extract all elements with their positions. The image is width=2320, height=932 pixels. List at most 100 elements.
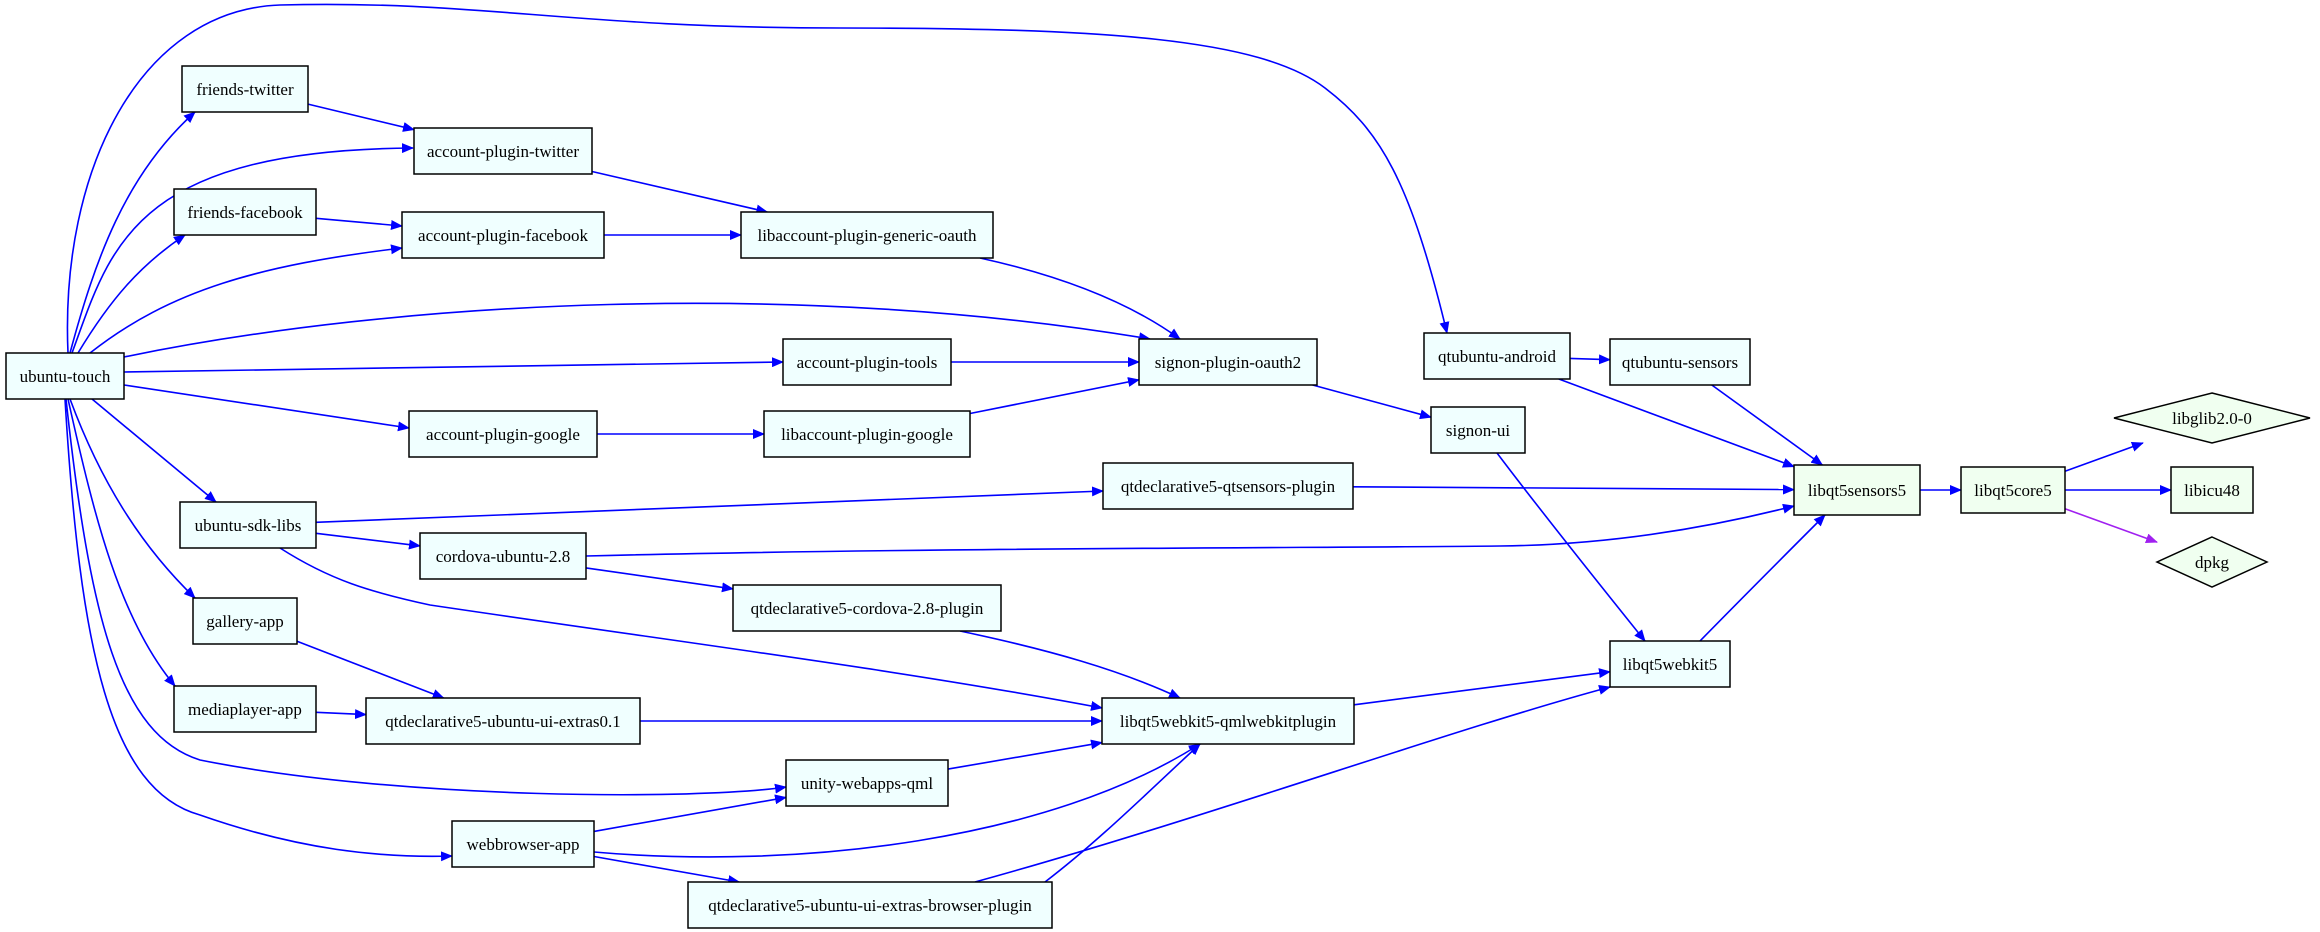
edge-qtubuntu-sensors-to-libqt5sensors5 <box>1711 384 1824 466</box>
edge-libqt5webkit5-to-libqt5sensors5 <box>1699 514 1826 642</box>
edge-qtdeclarative5-qtsensors-plugin-to-libqt5sensors5 <box>1352 484 1795 495</box>
node-label: libqt5core5 <box>1974 481 2051 500</box>
edge-ubuntu-touch-to-friends-twitter <box>69 111 196 354</box>
node-libicu48: libicu48 <box>2170 466 2254 514</box>
node-label: account-plugin-facebook <box>418 226 588 245</box>
node-shape <box>451 820 595 868</box>
edge-ubuntu-touch-to-ubuntu-sdk-libs <box>91 398 217 503</box>
node-shape <box>1423 332 1571 380</box>
edge-ubuntu-touch-to-qtubuntu-android <box>66 3 1450 354</box>
node-label: libicu48 <box>2184 481 2240 500</box>
node-shape <box>401 211 605 259</box>
node-label: ubuntu-sdk-libs <box>195 516 302 535</box>
node-label: libaccount-plugin-generic-oauth <box>757 226 977 245</box>
node-mediaplayer-app: mediaplayer-app <box>173 685 317 733</box>
node-shape <box>173 685 317 733</box>
node-label: libglib2.0-0 <box>2172 409 2252 428</box>
node-libqt5webkit5: libqt5webkit5 <box>1609 640 1731 688</box>
node-label: gallery-app <box>206 612 283 631</box>
node-shape <box>173 188 317 236</box>
node-ubuntu-touch: ubuntu-touch <box>5 352 125 400</box>
node-friends-twitter: friends-twitter <box>181 65 309 113</box>
node-qtubuntu-android: qtubuntu-android <box>1423 332 1571 380</box>
node-label: account-plugin-twitter <box>427 142 579 161</box>
node-label: webbrowser-app <box>467 835 580 854</box>
edge-signon-ui-to-libqt5webkit5 <box>1496 452 1646 642</box>
node-label: signon-plugin-oauth2 <box>1155 353 1301 372</box>
node-account-plugin-tools: account-plugin-tools <box>782 338 952 386</box>
node-shape <box>179 501 317 549</box>
node-libglib: libglib2.0-0 <box>2113 392 2311 444</box>
edge-qtdeclarative5-cordova-to-libqt5webkit5-qmlwebkitplugin <box>959 630 1181 699</box>
node-label: libqt5sensors5 <box>1808 481 1906 500</box>
edge-webbrowser-app-to-libqt5webkit5-qmlwebkitplugin <box>593 743 1201 858</box>
edge-cordova-ubuntu-to-libqt5sensors5 <box>585 503 1795 557</box>
node-shape <box>413 127 593 175</box>
node-shape <box>782 338 952 386</box>
node-shape <box>419 532 587 580</box>
node-label: unity-webapps-qml <box>801 774 933 793</box>
node-libaccount-plugin-generic-oauth: libaccount-plugin-generic-oauth <box>740 211 994 259</box>
edge-gallery-app-to-qtdeclarative5-ubuntu-ui-extras <box>296 640 445 699</box>
edge-qtubuntu-android-to-qtubuntu-sensors <box>1569 354 1611 365</box>
node-shape <box>687 881 1053 929</box>
node-label: libqt5webkit5 <box>1623 655 1717 674</box>
edges-layer <box>64 3 2172 886</box>
node-label: dpkg <box>2195 553 2230 572</box>
node-cordova-ubuntu: cordova-ubuntu-2.8 <box>419 532 587 580</box>
node-shape <box>2170 466 2254 514</box>
edge-ubuntu-touch-to-account-plugin-tools <box>123 357 784 373</box>
edge-friends-facebook-to-account-plugin-facebook <box>315 217 403 230</box>
node-shape <box>1101 697 1355 745</box>
node-friends-facebook: friends-facebook <box>173 188 317 236</box>
node-shape <box>740 211 994 259</box>
edge-ubuntu-touch-to-webbrowser-app <box>64 398 453 862</box>
edge-mediaplayer-app-to-qtdeclarative5-ubuntu-ui-extras <box>315 709 367 720</box>
node-label: qtubuntu-sensors <box>1622 353 1738 372</box>
node-label: libqt5webkit5-qmlwebkitplugin <box>1120 712 1337 731</box>
node-label: mediaplayer-app <box>188 700 302 719</box>
node-shape <box>1430 406 1526 454</box>
node-ubuntu-sdk-libs: ubuntu-sdk-libs <box>179 501 317 549</box>
edge-qtubuntu-android-to-libqt5sensors5 <box>1558 378 1795 468</box>
edge-webbrowser-app-to-unity-webapps-qml <box>593 794 787 833</box>
node-label: qtdeclarative5-qtsensors-plugin <box>1121 477 1336 496</box>
edge-qtdeclarative5-ubuntu-ui-extras-browser-to-libqt5webkit5-qmlwebkitplugin <box>1044 743 1201 883</box>
node-label: friends-twitter <box>196 80 294 99</box>
node-shape <box>1609 338 1751 386</box>
node-label: libaccount-plugin-google <box>781 425 953 444</box>
nodes-layer: ubuntu-touch friends-twitter account-plugi… <box>5 65 2311 929</box>
node-signon-plugin-oauth2: signon-plugin-oauth2 <box>1138 338 1318 386</box>
edge-ubuntu-sdk-libs-to-qtdeclarative5-qtsensors-plugin <box>315 486 1104 524</box>
node-label: qtdeclarative5-ubuntu-ui-extras0.1 <box>385 712 621 731</box>
edge-webbrowser-app-to-qtdeclarative5-ubuntu-ui-extras-browser <box>593 855 741 886</box>
edge-cordova-ubuntu-to-qtdeclarative5-cordova <box>585 567 734 593</box>
node-signon-ui: signon-ui <box>1430 406 1526 454</box>
node-webbrowser-app: webbrowser-app <box>451 820 595 868</box>
node-shape <box>732 584 1002 632</box>
node-shape <box>2113 392 2311 444</box>
node-shape <box>1793 464 1921 516</box>
edge-ubuntu-touch-to-account-plugin-twitter <box>71 143 414 354</box>
edge-libqt5core5-to-libglib <box>2064 442 2144 472</box>
edge-libaccount-plugin-generic-oauth-to-signon-plugin-oauth2 <box>979 257 1181 340</box>
node-label: qtdeclarative5-ubuntu-ui-extras-browser-… <box>708 896 1032 915</box>
node-label: qtubuntu-android <box>1438 347 1557 366</box>
node-libqt5webkit5-qmlwebkitplugin: libqt5webkit5-qmlwebkitplugin <box>1101 697 1355 745</box>
node-unity-webapps-qml: unity-webapps-qml <box>785 759 949 807</box>
edge-libqt5core5-to-dpkg <box>2064 508 2158 544</box>
edge-signon-plugin-oauth2-to-signon-ui <box>1312 384 1432 420</box>
edge-libaccount-plugin-google-to-signon-plugin-oauth2 <box>969 377 1140 415</box>
node-shape <box>365 697 641 745</box>
edge-unity-webapps-qml-to-libqt5webkit5-qmlwebkitplugin <box>947 739 1103 770</box>
edge-libqt5webkit5-qmlwebkitplugin-to-libqt5webkit5 <box>1353 668 1611 706</box>
node-label: qtdeclarative5-cordova-2.8-plugin <box>751 599 984 618</box>
edge-ubuntu-touch-to-gallery-app <box>69 398 196 599</box>
node-account-plugin-twitter: account-plugin-twitter <box>413 127 593 175</box>
node-shape <box>1102 462 1354 510</box>
node-shape <box>192 597 298 645</box>
edge-ubuntu-touch-to-friends-facebook <box>77 234 186 354</box>
edge-friends-twitter-to-account-plugin-twitter <box>307 103 415 132</box>
node-shape <box>5 352 125 400</box>
node-qtdeclarative5-qtsensors-plugin: qtdeclarative5-qtsensors-plugin <box>1102 462 1354 510</box>
